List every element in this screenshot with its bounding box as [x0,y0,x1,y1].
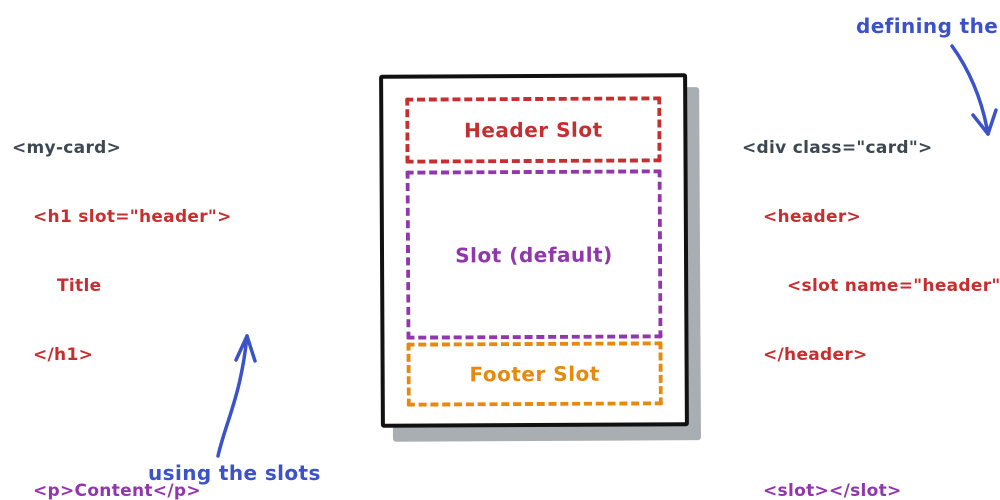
code-line: <my-card> [12,138,122,158]
default-slot-box: Slot (default) [405,169,663,340]
slot-diagram-card: Header Slot Slot (default) Footer Slot [379,73,689,428]
code-line: <slot></slot> [763,481,902,500]
code-line: </h1> [33,345,94,365]
code-line: <p>Content</p> [33,481,201,500]
footer-slot-box: Footer Slot [406,341,663,407]
code-line: <div class="card"> [742,138,933,158]
using-slots-label: using the slots [148,461,321,485]
code-line: Title [57,276,102,296]
code-gap [742,410,1000,437]
right-code-block: <div class="card"> <header> <slot name="… [742,94,1000,500]
code-line: </header> [763,345,868,365]
code-line: <slot name="header"> [787,276,1000,296]
code-line: <header> [763,207,862,227]
header-slot-label: Header Slot [464,117,603,143]
default-slot-label: Slot (default) [455,242,613,267]
curved-arrow-down-icon [950,44,998,136]
footer-slot-label: Footer Slot [469,361,600,387]
header-slot-box: Header Slot [405,96,662,164]
curved-arrow-up-icon [216,334,257,458]
left-code-block: <my-card> <h1 slot="header"> Title </h1>… [12,94,305,500]
code-line: <h1 slot="header"> [33,207,232,227]
defining-slots-label: defining the slots [856,14,999,38]
